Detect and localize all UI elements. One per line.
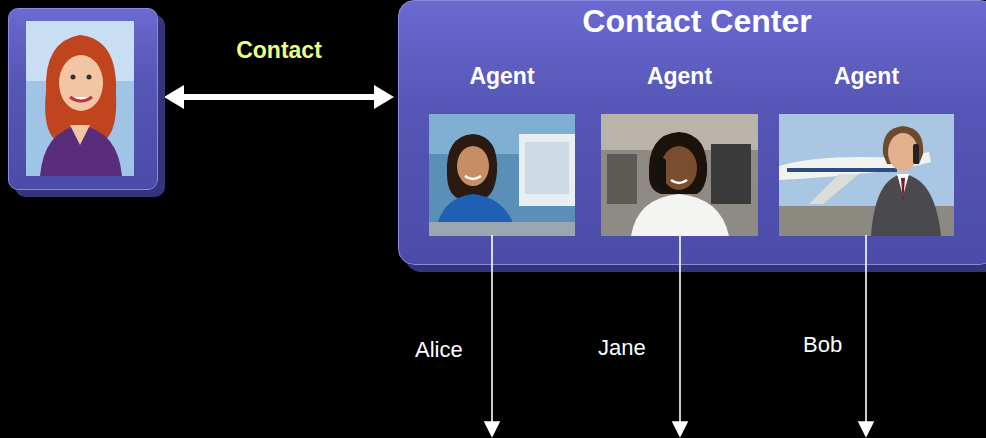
agent-photo — [601, 114, 758, 236]
agent-frame: Agent — [429, 63, 575, 236]
agent-photo — [429, 114, 575, 236]
contact-arrow — [164, 85, 394, 109]
agent-name: Alice — [415, 337, 463, 363]
agent-photo — [779, 114, 954, 236]
arrow-head — [485, 422, 499, 436]
agent-frame: Agent — [779, 63, 954, 236]
arrow-head — [374, 85, 394, 109]
agent-name: Jane — [598, 335, 646, 361]
customer-box — [8, 8, 158, 190]
agent-frame: Agent — [601, 63, 758, 236]
down-line — [491, 235, 493, 424]
agent-heading: Agent — [769, 63, 964, 90]
arrow-head — [859, 422, 873, 436]
customer-photo — [26, 21, 134, 176]
edge-label: Contact — [236, 37, 322, 64]
agent-heading: Agent — [419, 63, 585, 90]
agent-heading: Agent — [591, 63, 768, 90]
contact-center-box: Contact CenterAgent Agent Agent — [398, 0, 986, 265]
down-line — [679, 235, 681, 424]
agent-name: Bob — [803, 332, 842, 358]
arrow-head — [673, 422, 687, 436]
center-title: Contact Center — [399, 3, 986, 40]
arrow-head — [164, 85, 184, 109]
down-line — [865, 235, 867, 424]
